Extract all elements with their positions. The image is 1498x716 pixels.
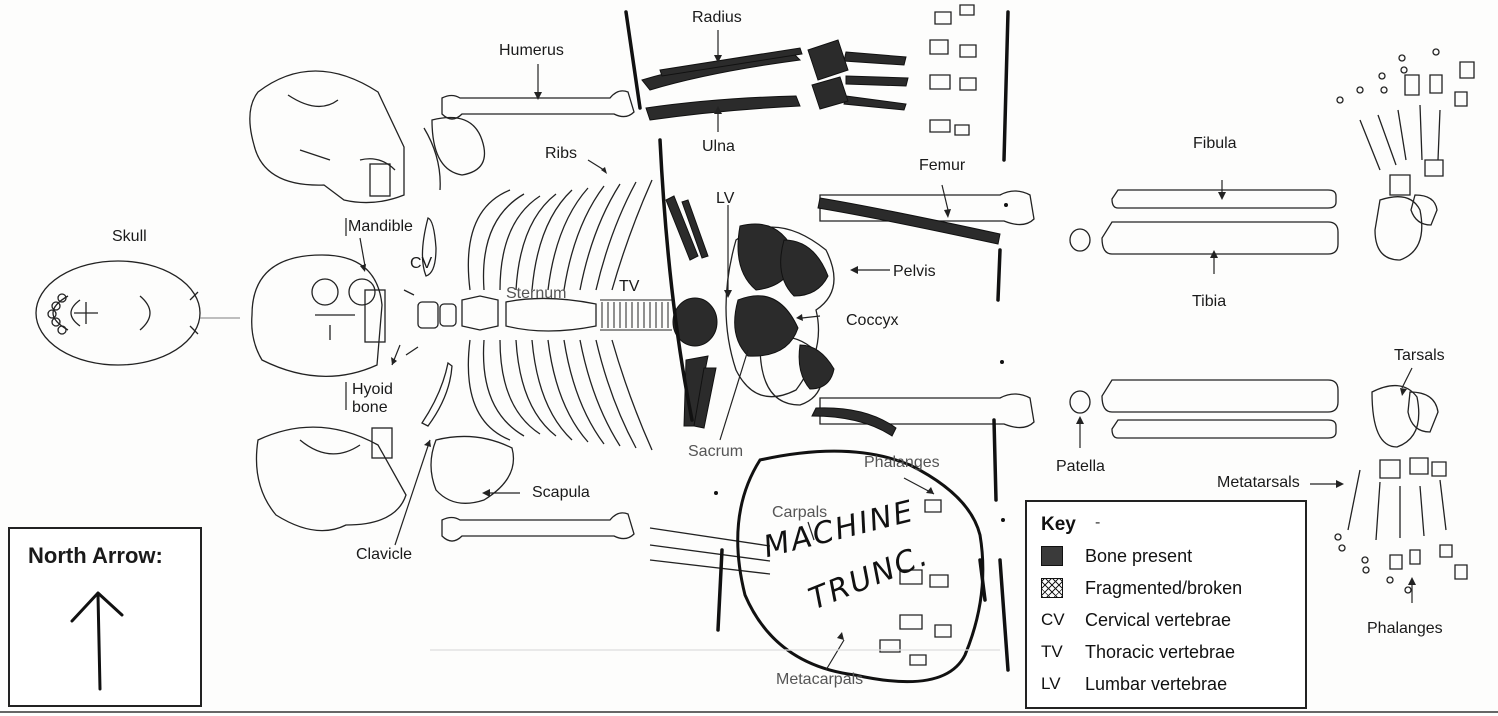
label-coccyx: Coccyx — [846, 312, 898, 330]
label-cv: CV — [410, 255, 432, 273]
label-fibula: Fibula — [1193, 135, 1237, 153]
key-symbol-tv: TV — [1041, 642, 1067, 662]
label-clavicle: Clavicle — [356, 546, 412, 564]
clavicle-shape — [422, 128, 452, 426]
foot-lower — [1335, 386, 1467, 593]
key-row-tv: TV Thoracic vertebrae — [1041, 640, 1301, 666]
rib-cage — [468, 180, 652, 450]
key-title: Key — [1041, 514, 1076, 536]
label-metatarsals: Metatarsals — [1217, 474, 1300, 492]
key-text-bone-present: Bone present — [1085, 546, 1192, 567]
key-row-fragmented: Fragmented/broken — [1041, 576, 1301, 602]
legend-key: Key - Bone present Fragmented/broken CV … — [1025, 500, 1307, 709]
up-arrow-icon — [60, 585, 140, 695]
label-tibia: Tibia — [1192, 293, 1226, 311]
bone-present-swatch — [1041, 546, 1063, 566]
north-arrow-box: North Arrow: — [8, 527, 202, 707]
skull-top-view — [36, 261, 200, 365]
skull-front-view — [252, 255, 385, 376]
bone-present-shading — [642, 40, 1000, 436]
key-text-lv: Lumbar vertebrae — [1085, 674, 1227, 695]
fragmented-swatch — [1041, 578, 1063, 598]
tibia-upper — [1102, 222, 1338, 254]
label-pelvis: Pelvis — [893, 263, 936, 281]
label-femur: Femur — [919, 157, 965, 175]
label-radius: Radius — [692, 9, 742, 27]
label-sternum: Sternum — [506, 285, 566, 303]
key-row-lv: LV Lumbar vertebrae — [1041, 672, 1301, 698]
fibula-lower — [1112, 420, 1336, 438]
sternum-shape — [506, 298, 596, 331]
label-lv: LV — [716, 190, 734, 208]
key-dash: - — [1095, 514, 1100, 532]
key-symbol-cv: CV — [1041, 610, 1067, 630]
north-arrow-title: North Arrow: — [28, 543, 163, 569]
label-metacarpals: Metacarpals — [776, 671, 863, 689]
key-text-fragmented: Fragmented/broken — [1085, 578, 1242, 599]
label-mandible: Mandible — [348, 218, 413, 236]
label-phalanges-foot: Phalanges — [1367, 620, 1443, 638]
skull-side-view-lower — [256, 427, 406, 530]
forearm-lower — [650, 528, 770, 574]
label-hyoid-bone: Hyoid bone — [352, 381, 412, 417]
label-humerus: Humerus — [499, 42, 564, 60]
label-ribs: Ribs — [545, 145, 577, 163]
foot-upper — [1337, 49, 1474, 260]
key-symbol-lv: LV — [1041, 674, 1067, 694]
patella-upper — [1070, 229, 1090, 251]
label-scapula: Scapula — [532, 484, 590, 502]
label-sacrum: Sacrum — [688, 443, 743, 461]
tibia-lower — [1102, 380, 1338, 412]
label-phalanges-hand: Phalanges — [864, 454, 940, 472]
key-text-cv: Cervical vertebrae — [1085, 610, 1231, 631]
humerus-lower — [442, 513, 634, 541]
hand-upper — [930, 5, 976, 135]
scapula-upper — [432, 118, 485, 176]
key-text-tv: Thoracic vertebrae — [1085, 642, 1235, 663]
label-tarsals: Tarsals — [1394, 347, 1445, 365]
label-tv: TV — [619, 278, 639, 296]
skull-side-view-upper — [250, 71, 404, 203]
label-patella: Patella — [1056, 458, 1105, 476]
label-skull: Skull — [112, 228, 147, 246]
label-ulna: Ulna — [702, 138, 735, 156]
patella-lower — [1070, 391, 1090, 413]
key-row-bone-present: Bone present — [1041, 544, 1301, 570]
hyoid-bone-shape — [404, 290, 418, 355]
key-row-cv: CV Cervical vertebrae — [1041, 608, 1301, 634]
